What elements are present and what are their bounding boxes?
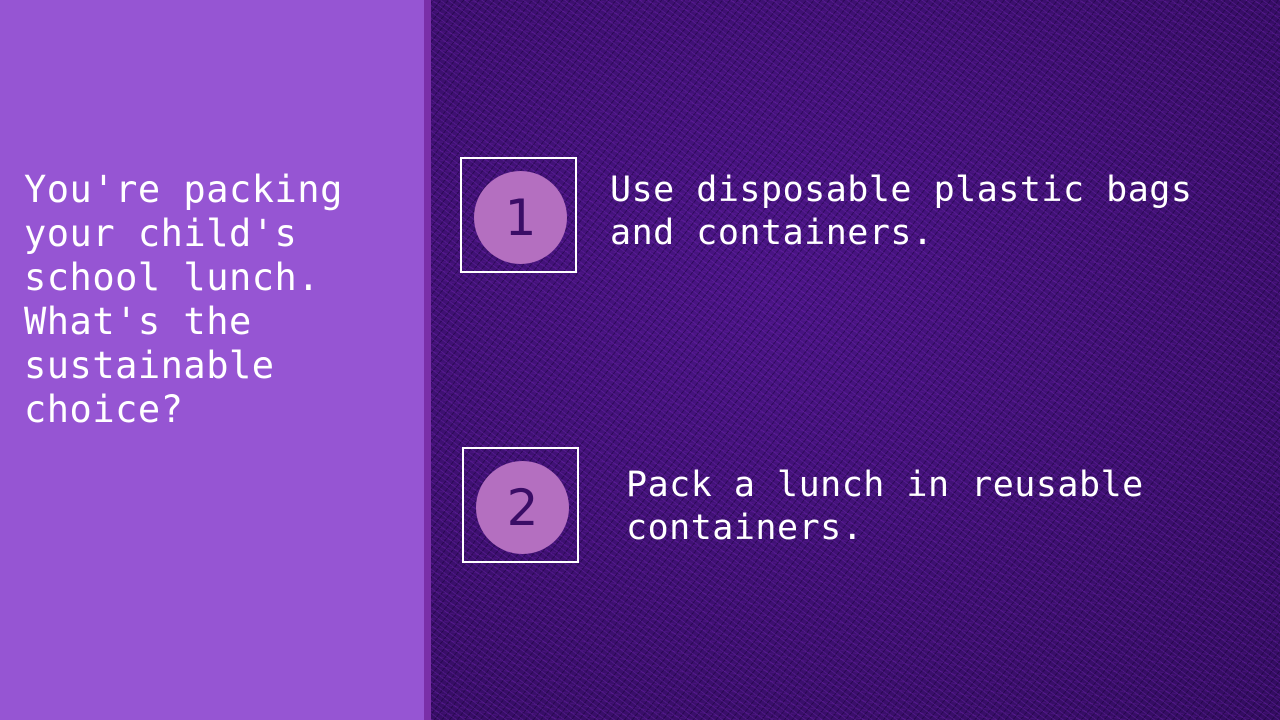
option-1-number: 1: [504, 188, 537, 247]
option-1-text[interactable]: Use disposable plastic bags and containe…: [610, 170, 1193, 253]
option-1-number-circle: 1: [474, 171, 567, 264]
options-panel: [431, 0, 1280, 720]
option-1-number-box[interactable]: 1: [460, 157, 577, 273]
panel-divider: [424, 0, 431, 720]
option-2-number-box[interactable]: 2: [462, 447, 579, 563]
option-2-number-circle: 2: [476, 461, 569, 554]
option-2-number: 2: [506, 478, 539, 537]
question-panel: You're packing your child's school lunch…: [0, 0, 424, 720]
option-2-text[interactable]: Pack a lunch in reusable containers.: [626, 465, 1144, 548]
question-text: You're packing your child's school lunch…: [24, 168, 343, 431]
